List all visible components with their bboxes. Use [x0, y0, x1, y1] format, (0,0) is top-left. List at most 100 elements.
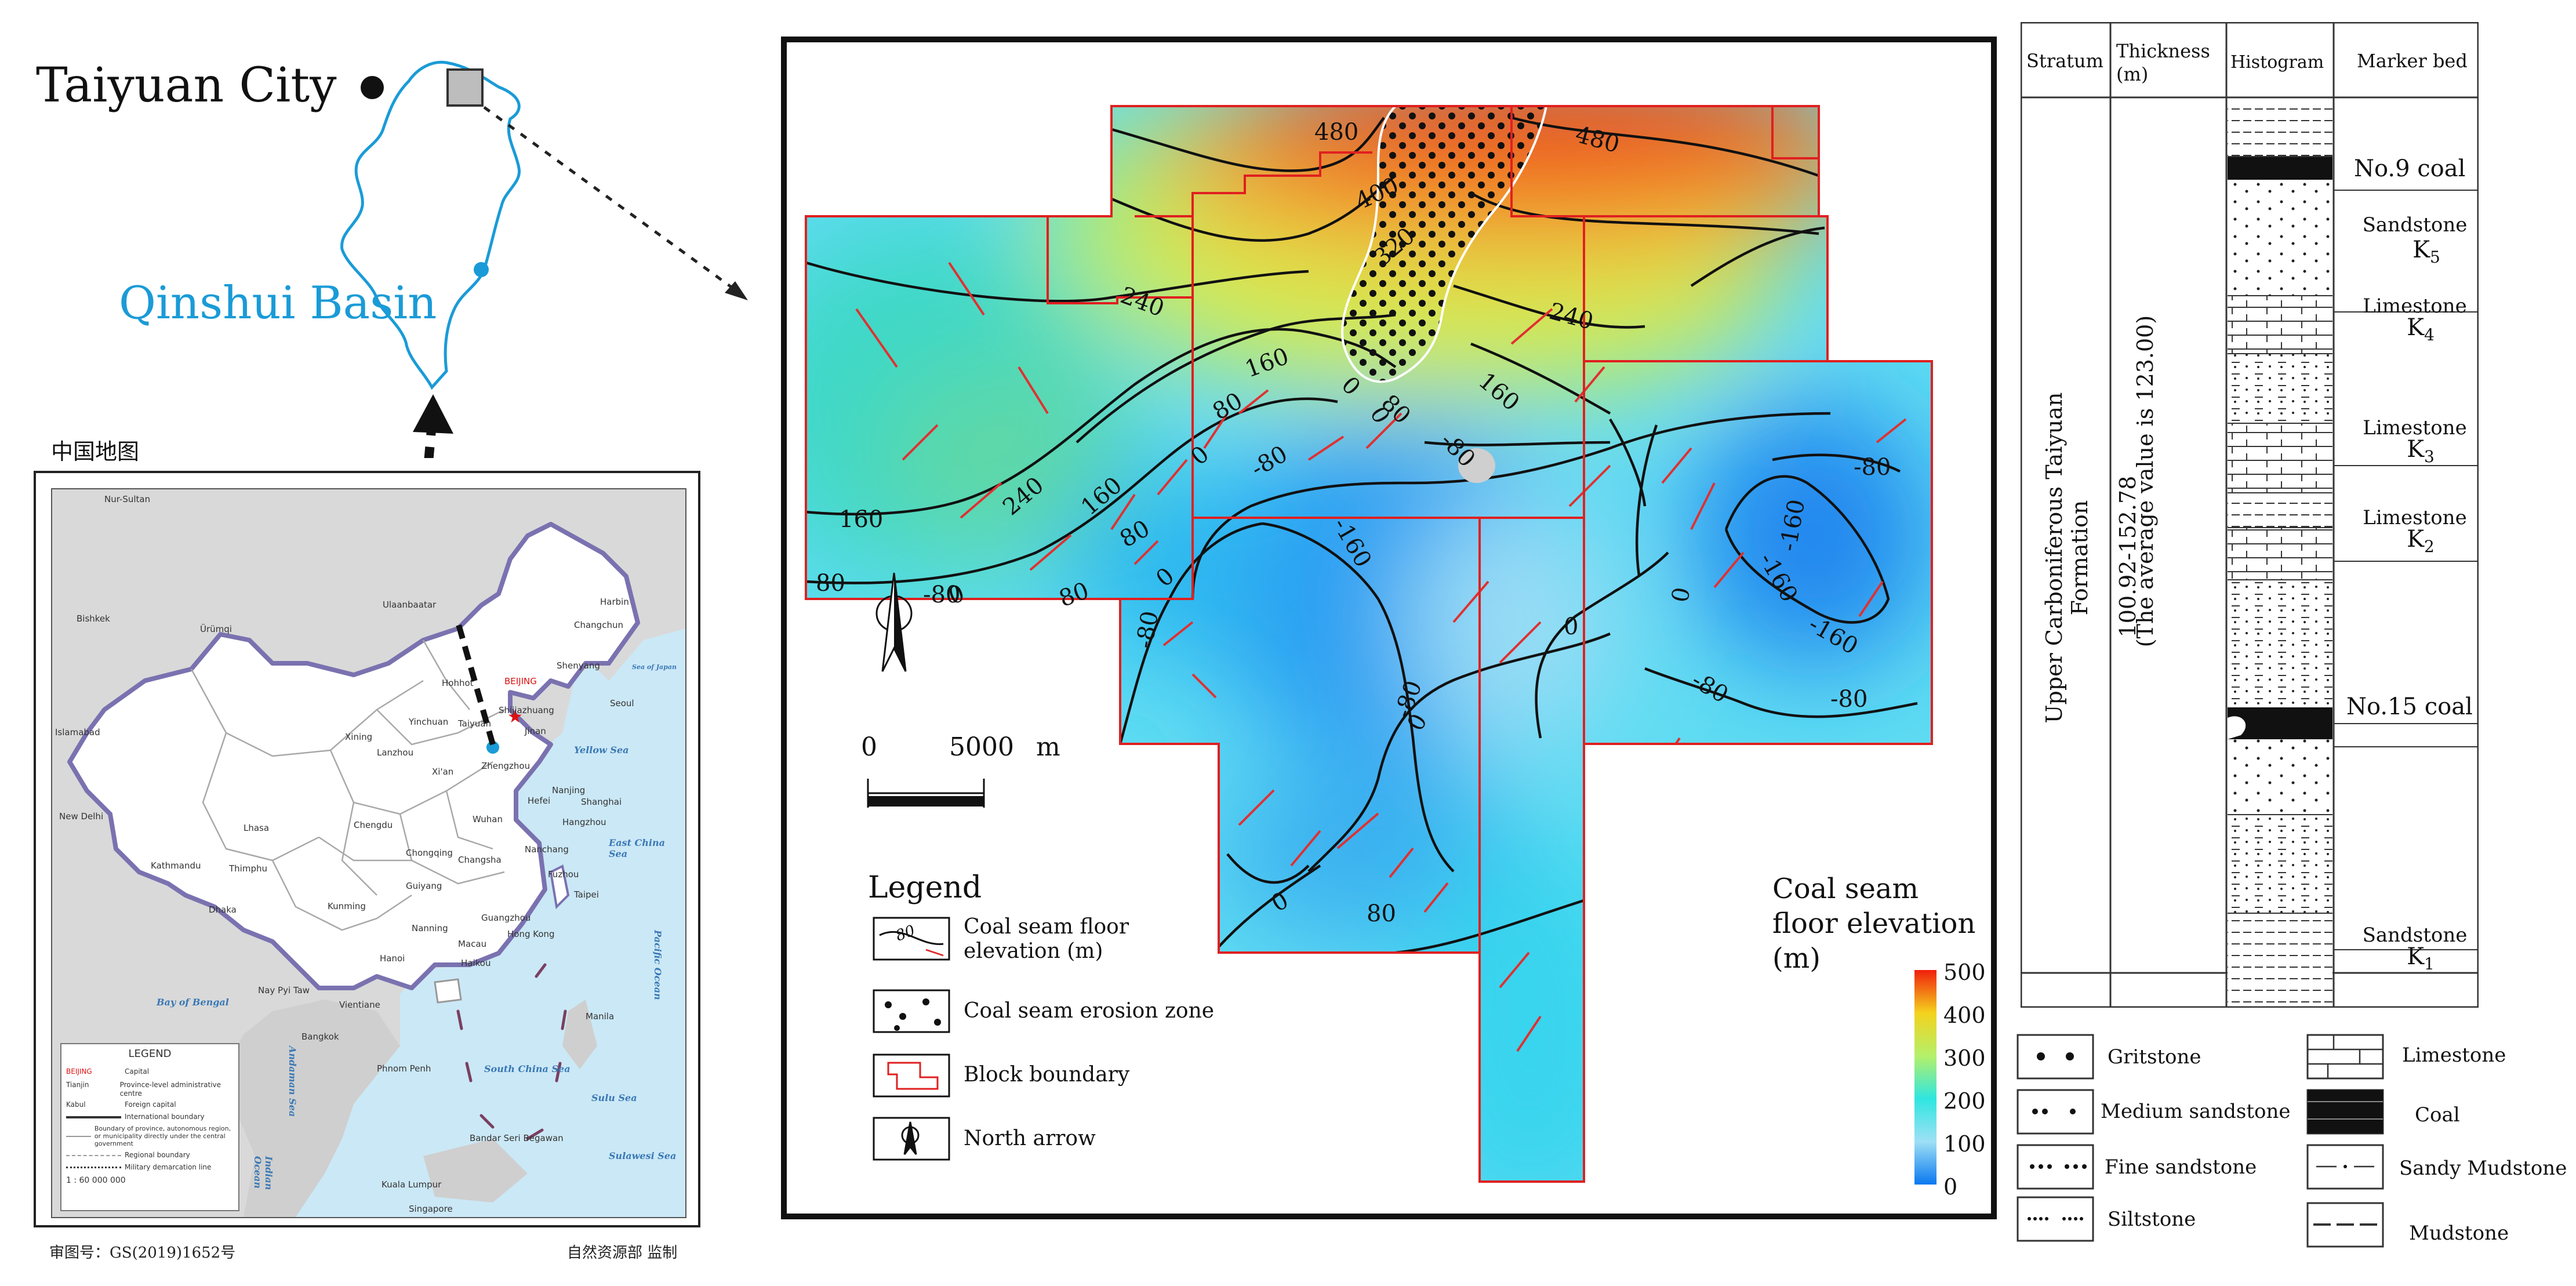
contour-label: 0 [1267, 887, 1294, 918]
city-label: Kuala Lumpur [382, 1179, 442, 1190]
china-map-title: 中国地图 [51, 439, 140, 464]
marker-k: K [2407, 436, 2425, 463]
lith-medium-sandstone: Medium sandstone [2101, 1100, 2291, 1123]
city-label: Guangzhou [481, 913, 531, 923]
lith-sandy-mudstone: Sandy Mudstone [2399, 1157, 2567, 1180]
contour-label: 160 [1241, 343, 1292, 383]
zoom-arrow-head [725, 281, 748, 300]
city-label: Vientiane [339, 1000, 380, 1010]
contour-label: 80 [1367, 900, 1396, 927]
legend-item: Regional boundary [125, 1151, 190, 1159]
city-label: Xi'an [432, 766, 454, 777]
marker-k: K [2407, 314, 2425, 341]
contour-label: -80 [1435, 427, 1481, 473]
contour-label: -160 [1327, 513, 1377, 572]
city-label: Changsha [458, 855, 502, 865]
city-label: Nay Pyi Taw [258, 985, 310, 996]
column-header-thickness: Thickness (m) [2116, 40, 2210, 85]
city-label: Xining [345, 732, 373, 742]
location-panel: Taiyuan City Qinshui Basin [0, 0, 765, 458]
column-header-histogram: Histogram [2230, 52, 2324, 72]
contour-label: 240 [998, 471, 1049, 521]
contour-label: 160 [1076, 471, 1128, 521]
legend-title: Legend [868, 870, 982, 905]
legend-item-north: North arrow [964, 1127, 1096, 1150]
marker-k: K [2407, 526, 2425, 553]
zoom-arrow-line [483, 106, 740, 295]
contour-label: -80 [1687, 666, 1733, 709]
thickness-average: (The average value is 123.00) [2132, 315, 2158, 648]
contour-label: 80 [816, 570, 845, 597]
city-label: Phnom Penh [377, 1063, 431, 1074]
scale-end: 5000 [949, 732, 1014, 762]
china-map-city-labels: Nur-Sultan Ulaanbaatar Harbin Changchun … [52, 489, 685, 1217]
city-label: Taiyuan City [36, 58, 337, 113]
marker-index: 5 [2430, 248, 2440, 267]
lith-fine-sandstone: Fine sandstone [2105, 1156, 2257, 1179]
contour-map-panel: 480 400 320 480 240 240 160 160 80 80 0 … [781, 37, 1997, 1219]
contour-label: 0 [1186, 441, 1215, 471]
city-label: Lhasa [244, 823, 270, 833]
city-label: Nanjing [552, 785, 586, 795]
marker-label: Limestone [2363, 295, 2467, 318]
lith-gritstone: Gritstone [2108, 1045, 2201, 1069]
legend-symbols [873, 917, 950, 1161]
city-label: New Delhi [59, 811, 104, 822]
city-label: BEIJING [504, 676, 537, 686]
legend-item: Foreign capital [125, 1100, 176, 1109]
lith-limestone: Limestone [2402, 1044, 2506, 1067]
city-label: Jinan [525, 726, 546, 736]
contour-label: 240 [1117, 282, 1168, 322]
city-label: Hangzhou [562, 817, 606, 827]
legend-sample: Kabul [66, 1100, 86, 1109]
city-label: Kunming [328, 901, 366, 911]
contour-label: 320 [1369, 222, 1420, 272]
sea-label: Sea of Japan [632, 663, 677, 671]
marker-limestone-k2: Limestone K2 [2357, 506, 2473, 557]
colorbar-tick: 100 [1943, 1131, 1986, 1157]
sea-label: Bay of Bengal [157, 997, 229, 1008]
strat-column-graphic [2021, 22, 2479, 1008]
sea-label: Indian Ocean [252, 1156, 274, 1190]
contour-label: -80 [1131, 609, 1164, 651]
city-label: Chengdu [354, 820, 393, 830]
contour-map-graphic [805, 105, 1936, 1185]
city-label: Nanchang [525, 844, 569, 855]
map-scale: 1 : 60 000 000 [66, 1176, 126, 1185]
approval-number: 审图号：GS(2019)1652号 [49, 1244, 236, 1262]
contour-label: -160 [1775, 497, 1811, 554]
svg-text:★: ★ [507, 707, 523, 727]
scale-bar [867, 779, 985, 808]
contour-label: -80 [1830, 686, 1868, 713]
sea-label: Andaman Sea [287, 1046, 298, 1117]
city-dot [361, 76, 384, 99]
lith-mudstone: Mudstone [2409, 1222, 2509, 1245]
marker-label: Sandstone [2362, 924, 2468, 947]
city-label: Hong Kong [507, 929, 555, 939]
legend-sample: Tianjin [66, 1081, 89, 1089]
contour-label: 160 [1473, 367, 1525, 417]
city-label: Fuzhou [548, 869, 579, 880]
city-label: Seoul [610, 698, 634, 709]
stratum-name: Upper Carboniferous Taiyuan Formation [2041, 392, 2092, 724]
lith-coal: Coal [2415, 1103, 2460, 1127]
basin-outline [340, 60, 748, 458]
city-label: Lanzhou [377, 747, 414, 758]
marker-label: Limestone [2363, 416, 2467, 439]
china-map-panel: ★ Nur-Sultan Ulaanbaatar Harbin Changchu… [34, 471, 700, 1227]
contour-label: -80 [1246, 440, 1292, 483]
colorbar-tick: 0 [1943, 1174, 1958, 1200]
contour-label: 80 [1115, 515, 1154, 553]
sea-label: Sulawesi Sea [609, 1150, 677, 1161]
city-label: Islamabad [55, 727, 100, 738]
marker-index: 4 [2424, 325, 2435, 344]
marker-no15-coal: No.15 coal [2346, 693, 2473, 720]
scale-unit: m [1036, 732, 1060, 762]
legend-item-elevation: Coal seam floor elevation (m) [964, 915, 1129, 963]
legend-item-boundary: Block boundary [964, 1063, 1130, 1087]
sea-label: Pacific Ocean [652, 930, 663, 1000]
lithology-symbols [2017, 1034, 2384, 1248]
colorbar [1914, 970, 1936, 1185]
contour-label: 80 [1208, 387, 1247, 426]
